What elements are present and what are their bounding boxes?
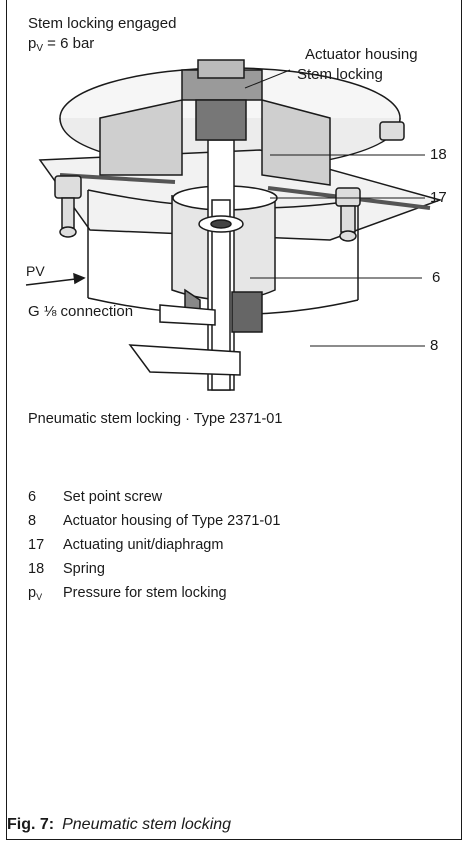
figure-caption: Pneumatic stem locking · Type 2371-01: [28, 411, 283, 427]
figure-number: Fig. 7:: [7, 816, 55, 833]
pv-symbol: p: [28, 35, 37, 52]
label-stem-locking: Stem locking: [297, 66, 383, 83]
legend-key-sub: V: [36, 591, 43, 602]
label-ref-6: 6: [432, 269, 441, 286]
label-ref-18: 18: [430, 146, 447, 163]
label-ref-8: 8: [430, 337, 439, 354]
legend-item: 8 Actuator housing of Type 2371-01: [28, 509, 448, 533]
figure-title-line: Fig. 7: Pneumatic stem locking: [7, 816, 231, 834]
legend-text: Actuator housing of Type 2371-01: [63, 513, 281, 529]
label-actuator-housing: Actuator housing: [305, 46, 418, 63]
figure-title: Pneumatic stem locking: [62, 816, 232, 833]
legend-item: 6 Set point screw: [28, 485, 448, 509]
figure-frame: [6, 0, 462, 840]
legend-item: pV Pressure for stem locking: [28, 581, 448, 605]
legend-key: 18: [28, 561, 45, 577]
label-ref-17: 17: [430, 189, 447, 206]
legend-text: Pressure for stem locking: [63, 585, 227, 601]
legend-text: Actuating unit/diaphragm: [63, 537, 224, 553]
legend-item: 18 Spring: [28, 557, 448, 581]
legend-key: pV: [28, 585, 63, 602]
label-pv: PV: [26, 263, 45, 279]
legend-item: 17 Actuating unit/diaphragm: [28, 533, 448, 557]
pv-value: = 6 bar: [43, 35, 95, 52]
legend-key: 17: [28, 537, 45, 553]
condition-text: Stem locking engaged pV = 6 bar: [28, 14, 176, 59]
stem-locking-drawing: [25, 59, 443, 391]
pv-subscript: V: [36, 43, 44, 54]
legend-text: Set point screw: [63, 489, 163, 505]
legend: 6 Set point screw 8 Actuator housing of …: [28, 485, 448, 605]
legend-key-main: p: [28, 584, 37, 601]
label-g-connection: G ⅛ connection: [28, 303, 134, 320]
pressure-value: pV = 6 bar: [28, 34, 176, 59]
legend-key: 8: [28, 513, 37, 529]
legend-key: 6: [28, 489, 37, 505]
condition-line: Stem locking engaged: [28, 15, 177, 32]
legend-text: Spring: [63, 561, 105, 577]
